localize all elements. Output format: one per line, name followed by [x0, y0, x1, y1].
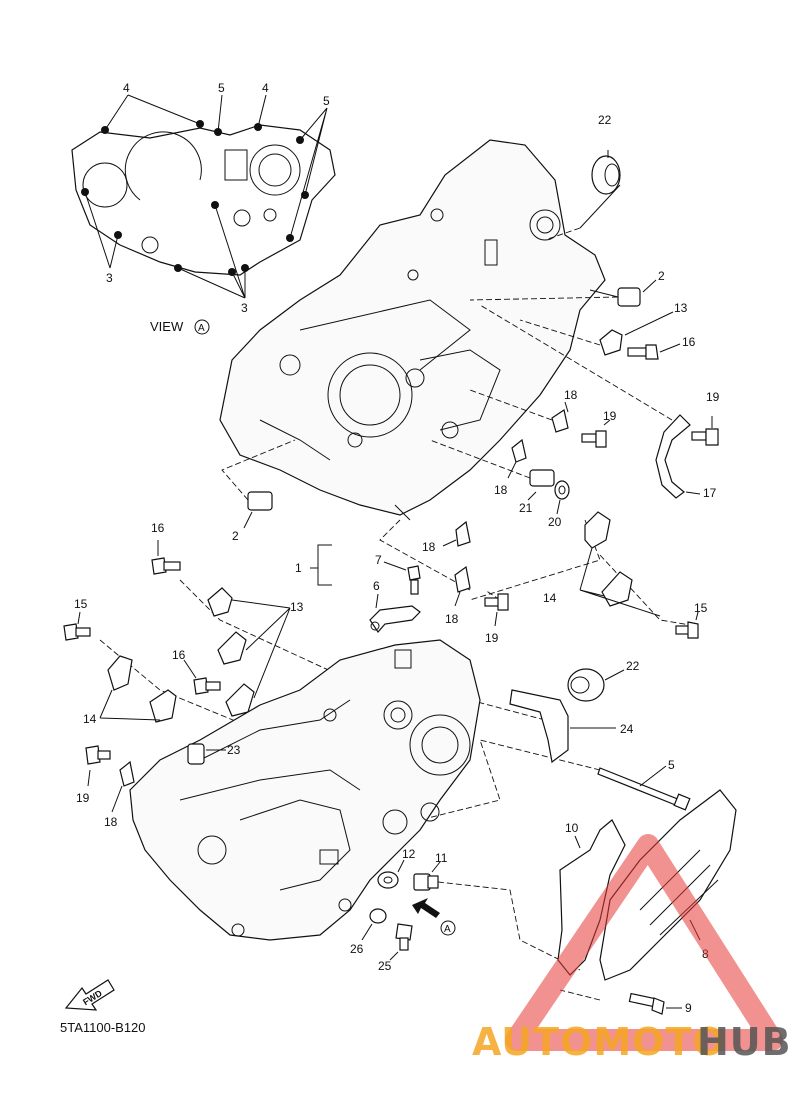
washer-20 [554, 480, 570, 515]
guide-17 [655, 414, 701, 499]
callout-6: 6 [373, 579, 380, 593]
callout-18: 18 [564, 388, 578, 402]
callout-10: 10 [565, 821, 579, 835]
callout-16: 16 [172, 648, 186, 662]
fwd-arrow: FWD [64, 979, 115, 1011]
callout-3: 3 [106, 271, 113, 285]
callout-14: 14 [543, 591, 557, 605]
dowel-pin-2-left [243, 491, 273, 529]
callout-16: 16 [682, 335, 696, 349]
callout-7: 7 [375, 553, 382, 567]
callout-17: 17 [703, 486, 717, 500]
watermark-text-part1: AUTOMOTO [472, 1020, 726, 1064]
plate-13-mid [207, 587, 291, 717]
callout-18: 18 [104, 815, 118, 829]
bolt-9 [628, 992, 682, 1015]
plate-18-upper [551, 401, 569, 433]
crankcase-left-half [129, 639, 481, 941]
bolt-7 [383, 561, 421, 595]
callout-11: 11 [435, 851, 448, 865]
callout-5: 5 [323, 94, 330, 108]
callout-2: 2 [232, 529, 239, 543]
bolt-15-left [63, 611, 91, 641]
callout-24: 24 [620, 722, 634, 736]
bolt-16-upper [627, 343, 681, 360]
callout-5: 5 [218, 81, 225, 95]
callout-19: 19 [603, 409, 617, 423]
bolt-5-long [597, 765, 691, 811]
callout-13: 13 [290, 600, 304, 614]
oil-seal-22-lower [567, 668, 625, 702]
callout-18: 18 [445, 612, 459, 626]
plate-18-mid [442, 520, 471, 547]
plate-13-upper [599, 311, 674, 356]
watermark-text-part2: HUB [697, 1020, 792, 1064]
callout-15: 15 [74, 597, 88, 611]
bolt-16-mid [151, 540, 181, 575]
callout-15: 15 [694, 601, 708, 615]
bracket-6 [369, 593, 421, 633]
crankcase-right-half [219, 139, 606, 521]
callout-13: 13 [674, 301, 688, 315]
callout-5: 5 [668, 758, 675, 772]
callout-19: 19 [485, 631, 499, 645]
callout-4: 4 [262, 81, 269, 95]
plate-18-upper-left [507, 438, 527, 479]
callout-18: 18 [422, 540, 436, 554]
callout-22: 22 [598, 113, 612, 127]
plug-11 [413, 861, 441, 891]
callout-14: 14 [83, 712, 97, 726]
cover-24 [509, 689, 616, 764]
automotohub-watermark: AUTOMOTO HUB [472, 834, 792, 1064]
collar-21 [527, 469, 555, 501]
callout-21: 21 [519, 501, 533, 515]
bolt-19-mid [484, 593, 509, 627]
callout-26: 26 [350, 942, 364, 956]
bolt-25 [389, 923, 413, 961]
callout-20: 20 [548, 515, 562, 529]
plate-14-upper [579, 511, 661, 617]
callout-9: 9 [685, 1001, 692, 1015]
bolt-15-upper [675, 611, 699, 639]
view-marker-circle: A [194, 319, 210, 335]
callout-23: 23 [227, 743, 241, 757]
plate-18-lower [111, 760, 135, 813]
callout-19: 19 [706, 390, 720, 404]
view-label: VIEW [150, 319, 184, 334]
callout-4: 4 [123, 81, 130, 95]
view-a-inset [71, 94, 336, 299]
callout-16: 16 [151, 521, 165, 535]
callout-3: 3 [241, 301, 248, 315]
callout-18: 18 [494, 483, 508, 497]
view-a-arrow: A [412, 898, 456, 936]
svg-text:A: A [444, 924, 451, 935]
bolt-19-lower [85, 745, 111, 787]
bracket-1 [310, 544, 332, 586]
callout-25: 25 [378, 959, 392, 973]
plate-14-left [99, 655, 177, 723]
callout-1: 1 [295, 561, 302, 575]
plate-18-mid-right [454, 565, 471, 607]
bolt-19-upper-right [691, 416, 719, 446]
callout-22: 22 [626, 659, 640, 673]
washer-12 [377, 859, 405, 889]
callout-2: 2 [658, 269, 665, 283]
collar-23 [187, 743, 226, 765]
bolt-16-lower [183, 659, 221, 695]
diagram-code: 5TA1100-B120 [60, 1020, 146, 1035]
bolt-19-upper-mid [581, 419, 611, 448]
washer-26 [361, 908, 387, 941]
callout-12: 12 [402, 847, 416, 861]
oil-seal-22-upper [579, 150, 621, 229]
callout-19: 19 [76, 791, 90, 805]
svg-text:A: A [198, 323, 205, 334]
